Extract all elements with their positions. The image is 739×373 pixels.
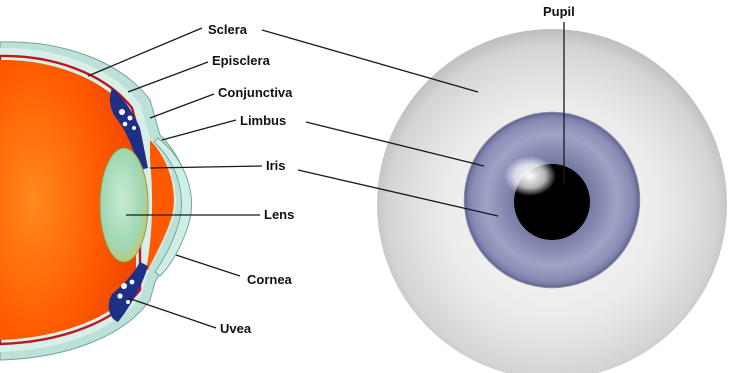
conjunctiva-leader [150,94,214,118]
light-reflection [504,156,556,196]
lens-shape [100,148,148,262]
label-uvea: Uvea [220,321,252,336]
label-pupil: Pupil [543,4,575,19]
label-conjunctiva: Conjunctiva [218,85,293,100]
limbus-leader-left [162,120,236,140]
label-cornea: Cornea [247,272,293,287]
cornea-leader [176,255,240,276]
label-sclera: Sclera [208,22,248,37]
eye-cross-section [0,42,191,360]
label-iris: Iris [266,158,286,173]
uvea-leader [128,298,216,328]
sclera-leader-right [262,30,478,92]
label-limbus: Limbus [240,113,286,128]
episclera-leader [128,62,208,92]
label-lens: Lens [264,207,294,222]
eye-front-view [377,29,727,373]
label-episclera: Episclera [212,53,271,68]
sclera-leader-left [88,28,202,76]
